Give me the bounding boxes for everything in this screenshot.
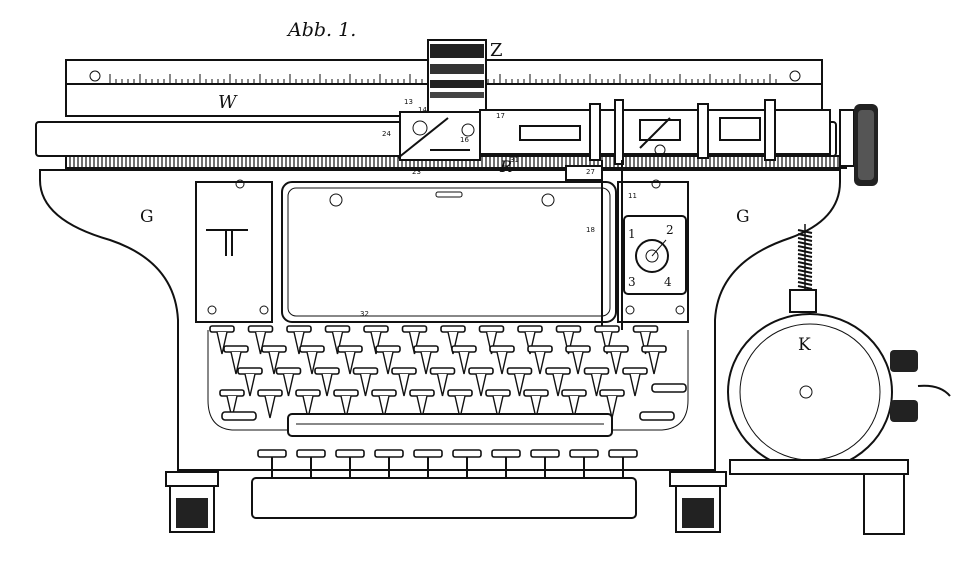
key (261, 345, 287, 375)
key (375, 345, 401, 375)
key (639, 411, 675, 421)
label-R: R (499, 157, 512, 176)
label-W: W (218, 92, 238, 113)
right-foot (669, 471, 727, 533)
key (223, 345, 249, 375)
part-number-23: 23 (412, 168, 421, 176)
motor-unit (727, 224, 951, 535)
part-number-18: 18 (586, 226, 595, 234)
key (517, 325, 543, 355)
left-foot (165, 471, 219, 533)
center-window (281, 181, 617, 323)
part-number-17: 17 (496, 112, 505, 120)
key (219, 389, 245, 419)
key (545, 367, 571, 397)
key (641, 345, 667, 375)
key (209, 325, 235, 355)
key (257, 389, 283, 419)
key (561, 389, 587, 419)
key (565, 345, 591, 375)
part-number-16: 16 (460, 136, 469, 144)
part-number-14: 14 (418, 106, 427, 114)
space-bar (287, 413, 613, 437)
key (314, 367, 340, 397)
key (622, 367, 648, 397)
label-K: K (798, 335, 811, 355)
key (391, 367, 417, 397)
key (594, 325, 620, 355)
key (247, 325, 274, 355)
selector-dial-plate (623, 215, 687, 295)
key (447, 389, 473, 419)
key (237, 367, 263, 397)
key (603, 345, 629, 375)
part-number-31: 31 (510, 156, 519, 164)
key (599, 389, 625, 419)
platen-knob (839, 104, 878, 186)
base-plate (251, 477, 637, 519)
dial-number-1: 1 (628, 227, 636, 241)
spring-coil (797, 224, 813, 292)
key (221, 411, 257, 421)
key (478, 325, 505, 355)
key (352, 367, 379, 397)
dial-number-4: 4 (664, 275, 672, 289)
key (363, 325, 389, 355)
key (523, 389, 549, 419)
key (632, 325, 659, 355)
key (468, 367, 494, 397)
part-number-32: 32 (360, 310, 369, 318)
label-G-right: G (736, 207, 750, 227)
key (440, 325, 466, 355)
dial-number-2: 2 (666, 223, 674, 237)
keyboard (209, 325, 687, 421)
key (651, 383, 687, 393)
key (401, 325, 428, 355)
key (324, 325, 351, 355)
dial-number-3: 3 (628, 275, 636, 289)
key (299, 345, 325, 375)
part-number-27: 27 (586, 168, 595, 176)
label-G-left: G (140, 207, 154, 227)
key (583, 367, 610, 397)
scale-ticks (109, 74, 777, 84)
key (527, 345, 553, 375)
key (429, 367, 456, 397)
type-indicator-block (427, 39, 487, 117)
figure-caption: Abb. 1. (286, 19, 356, 41)
key (506, 367, 533, 397)
key (413, 345, 439, 375)
control-rod (565, 160, 623, 330)
key (485, 389, 511, 419)
key (286, 325, 312, 355)
key (489, 345, 515, 375)
key (451, 345, 477, 375)
part-number-11: 11 (628, 192, 637, 200)
key (555, 325, 582, 355)
part-number-24: 24 (382, 130, 391, 138)
escapement-levers (397, 111, 481, 161)
label-Z: Z (490, 40, 503, 61)
key (337, 345, 363, 375)
part-number-13: 13 (404, 98, 413, 106)
key (275, 367, 302, 397)
carriage-mechanism (479, 99, 831, 165)
